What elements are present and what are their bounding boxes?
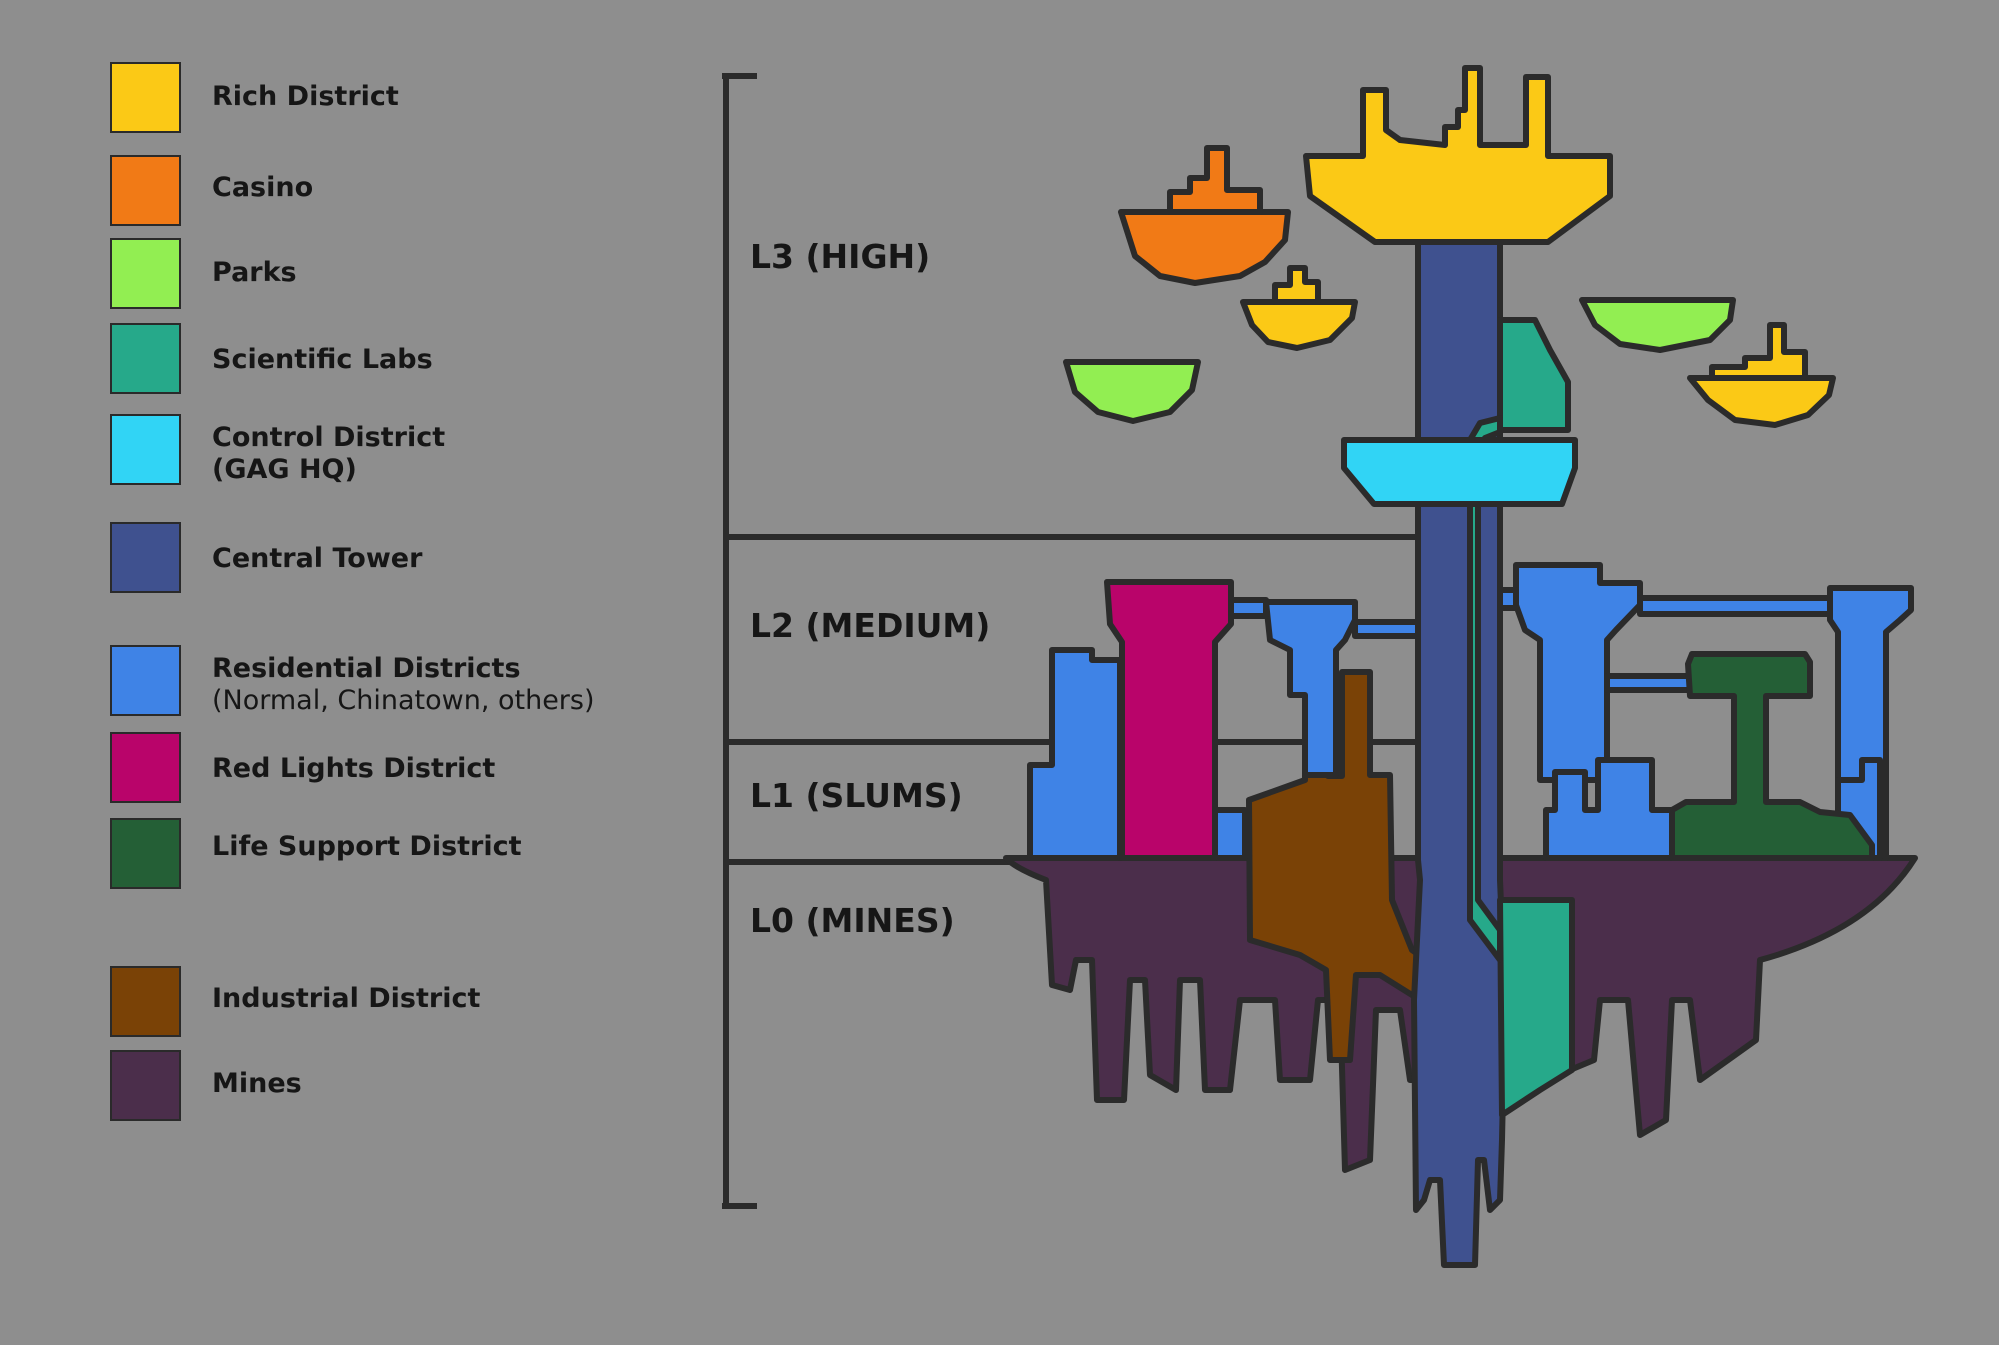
life-support-district-shape: [1669, 651, 1875, 861]
mines-swatch: [110, 1050, 181, 1121]
casino-shape: [1118, 145, 1291, 286]
control-district-shape: [1341, 437, 1578, 507]
legend-label: Residential Districts (Normal, Chinatown…: [212, 653, 595, 717]
level-label-l2: L2 (MEDIUM): [750, 606, 991, 645]
rich-island-small-right: [1687, 322, 1836, 428]
legend-label: Scientific Labs: [212, 344, 433, 375]
legend-label: Industrial District: [212, 983, 481, 1014]
mines-shape: [1003, 855, 1918, 1173]
level-label-l0: L0 (MINES): [750, 901, 955, 940]
parks-shape: [1063, 297, 1736, 424]
legend-label: Rich District: [212, 81, 399, 112]
industrial-district-swatch: [110, 966, 181, 1037]
parks-swatch: [110, 238, 181, 309]
red-lights-district-shape: [1104, 579, 1234, 861]
legend-label: Control District (GAG HQ): [212, 422, 445, 486]
scientific-labs-swatch: [110, 323, 181, 394]
level-scale-bracket: [722, 73, 757, 1209]
casino-swatch: [110, 155, 181, 226]
red-lights-district-swatch: [110, 732, 181, 803]
legend-label: Red Lights District: [212, 753, 496, 784]
legend-label: Central Tower: [212, 543, 423, 574]
rich-district-swatch: [110, 62, 181, 133]
residential-districts-swatch: [110, 645, 181, 716]
legend-label: Casino: [212, 172, 314, 203]
legend-label-main: Residential Districts: [212, 653, 521, 684]
residential-right-shape: [1487, 562, 1914, 861]
rich-district-main-shape: [1303, 65, 1613, 245]
central-tower-shape: [1411, 234, 1508, 1268]
park-left: [1063, 359, 1201, 424]
level-label-l1: L1 (SLUMS): [750, 776, 963, 815]
legend-label-sub: (GAG HQ): [212, 454, 357, 485]
life-support-district-swatch: [110, 818, 181, 889]
level-label-l3: L3 (HIGH): [750, 237, 931, 276]
control-district-swatch: [110, 414, 181, 485]
legend-label-main: Control District: [212, 422, 446, 453]
rich-island-small-left: [1240, 265, 1358, 351]
central-tower-swatch: [110, 522, 181, 593]
legend-label: Life Support District: [212, 831, 522, 862]
legend-label-sub: (Normal, Chinatown, others): [212, 685, 595, 716]
legend-label: Mines: [212, 1068, 302, 1099]
park-right: [1579, 297, 1736, 353]
legend-label: Parks: [212, 257, 297, 288]
